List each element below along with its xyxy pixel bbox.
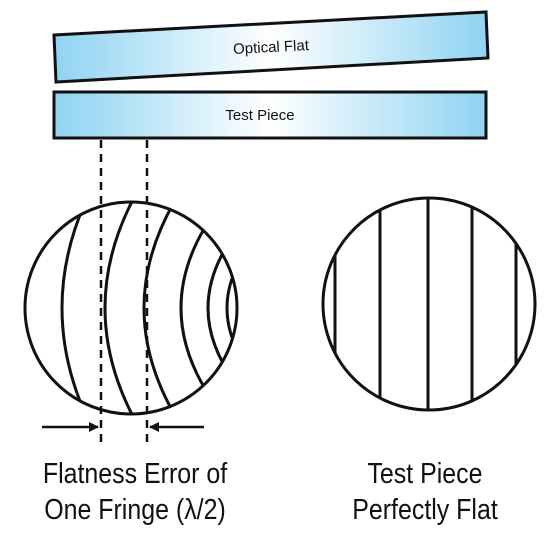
fringe-pattern-straight	[321, 196, 537, 412]
caption-perfectly-flat-line1: Test Piece	[367, 458, 483, 490]
curved-fringe-5	[179, 204, 222, 412]
test-piece-plate	[52, 90, 488, 140]
optical-flat-plate	[52, 10, 490, 84]
caption-perfectly-flat: Test Piece Perfectly Flat	[313, 456, 537, 528]
curved-fringe-3	[103, 202, 146, 414]
curved-fringe-4	[142, 202, 190, 414]
curved-fringe-7	[225, 253, 237, 363]
test-piece-label: Test Piece	[225, 107, 294, 124]
caption-flatness-error-line2: One Fringe (λ/2)	[44, 494, 226, 526]
test-piece: Test Piece	[52, 90, 488, 140]
optical-flat: Optical Flat	[52, 10, 490, 84]
right-circle-outline	[321, 196, 537, 412]
fringe-pattern-curved	[23, 200, 239, 416]
optical-flat-label: Optical Flat	[233, 37, 310, 58]
caption-flatness-error-line1: Flatness Error of	[42, 458, 228, 490]
curved-fringe-2	[60, 202, 98, 414]
caption-flatness-error: Flatness Error of One Fringe (λ/2)	[23, 456, 247, 528]
left-circle-outline	[23, 200, 239, 416]
caption-perfectly-flat-line2: Perfectly Flat	[352, 494, 498, 526]
